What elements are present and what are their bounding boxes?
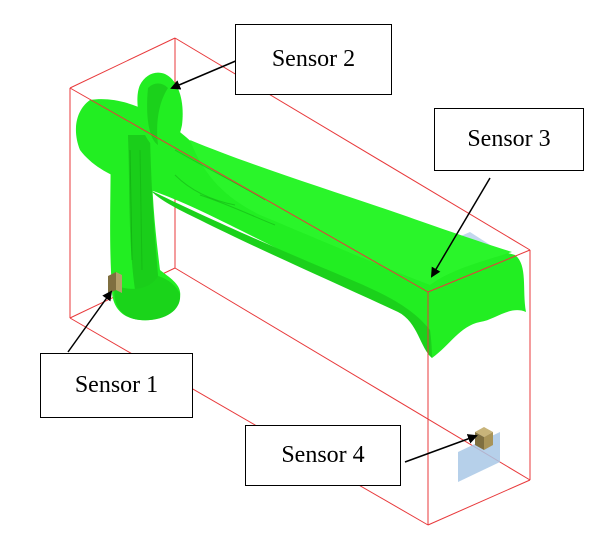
sensor-3-label: Sensor 3 <box>434 108 584 171</box>
sensor-2-label: Sensor 2 <box>235 24 392 95</box>
arrows <box>67 59 491 463</box>
sensor-2-arrow <box>170 59 239 90</box>
bounding-box-front <box>69 87 531 526</box>
sensor-3-arrow <box>430 177 491 278</box>
sensor-4-arrow <box>404 434 478 463</box>
green-geometry <box>75 72 526 358</box>
sensor-1-label: Sensor 1 <box>40 353 193 418</box>
sensor-1-arrow <box>67 290 113 353</box>
sensor-4-label: Sensor 4 <box>245 425 401 486</box>
sensor-1-cube <box>108 272 122 294</box>
